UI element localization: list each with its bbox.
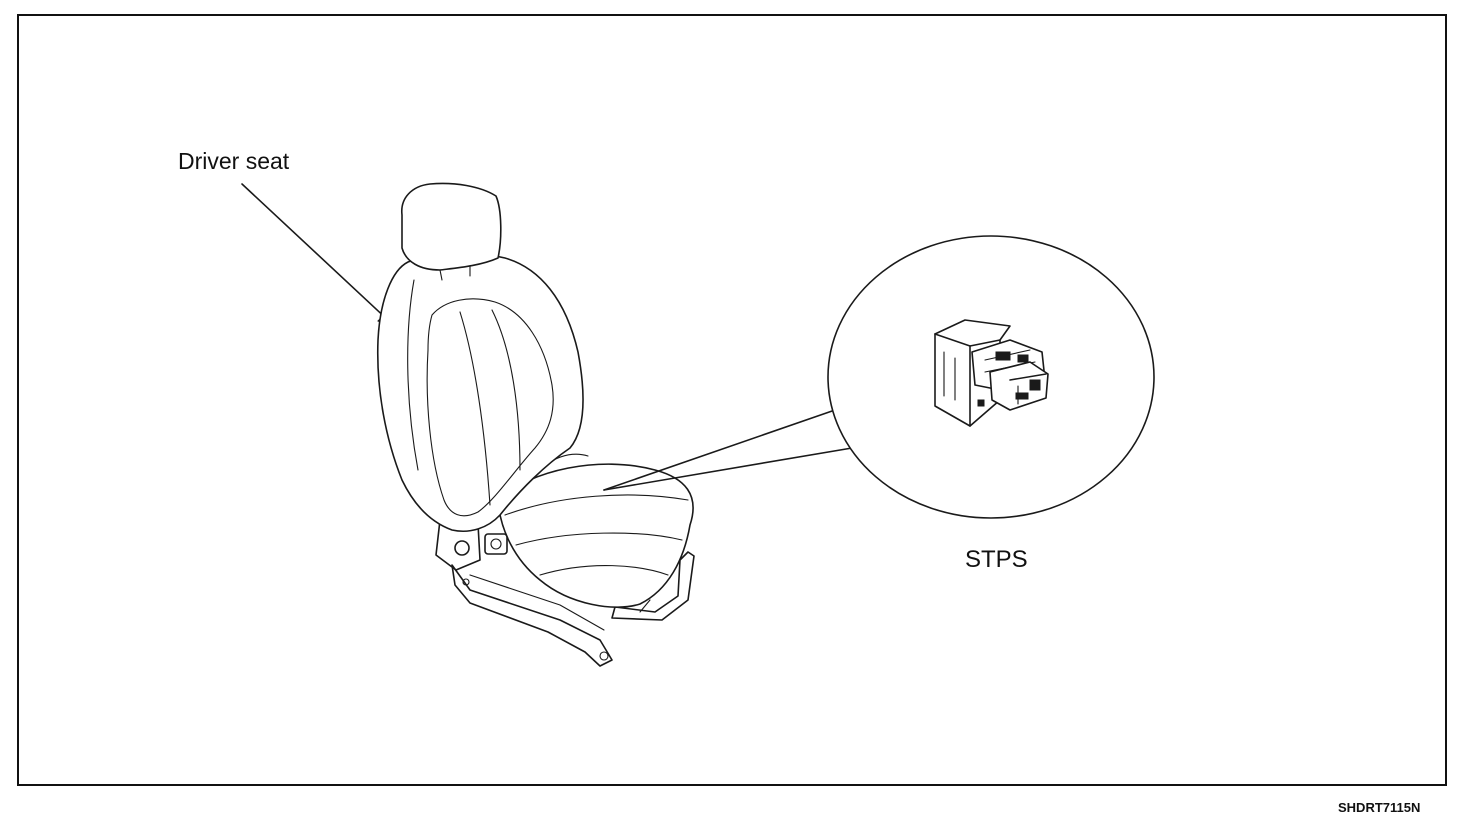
figure-code: SHDRT7115N bbox=[1338, 800, 1421, 815]
driver-seat-label: Driver seat bbox=[178, 148, 290, 174]
driver-seat-leader-arrow bbox=[241, 183, 399, 331]
stps-callout-leader bbox=[603, 409, 853, 491]
stps-sensor-icon bbox=[934, 319, 1049, 427]
seat-icon bbox=[376, 182, 695, 667]
stps-label: STPS bbox=[965, 546, 1028, 573]
figure-frame bbox=[17, 14, 1447, 786]
